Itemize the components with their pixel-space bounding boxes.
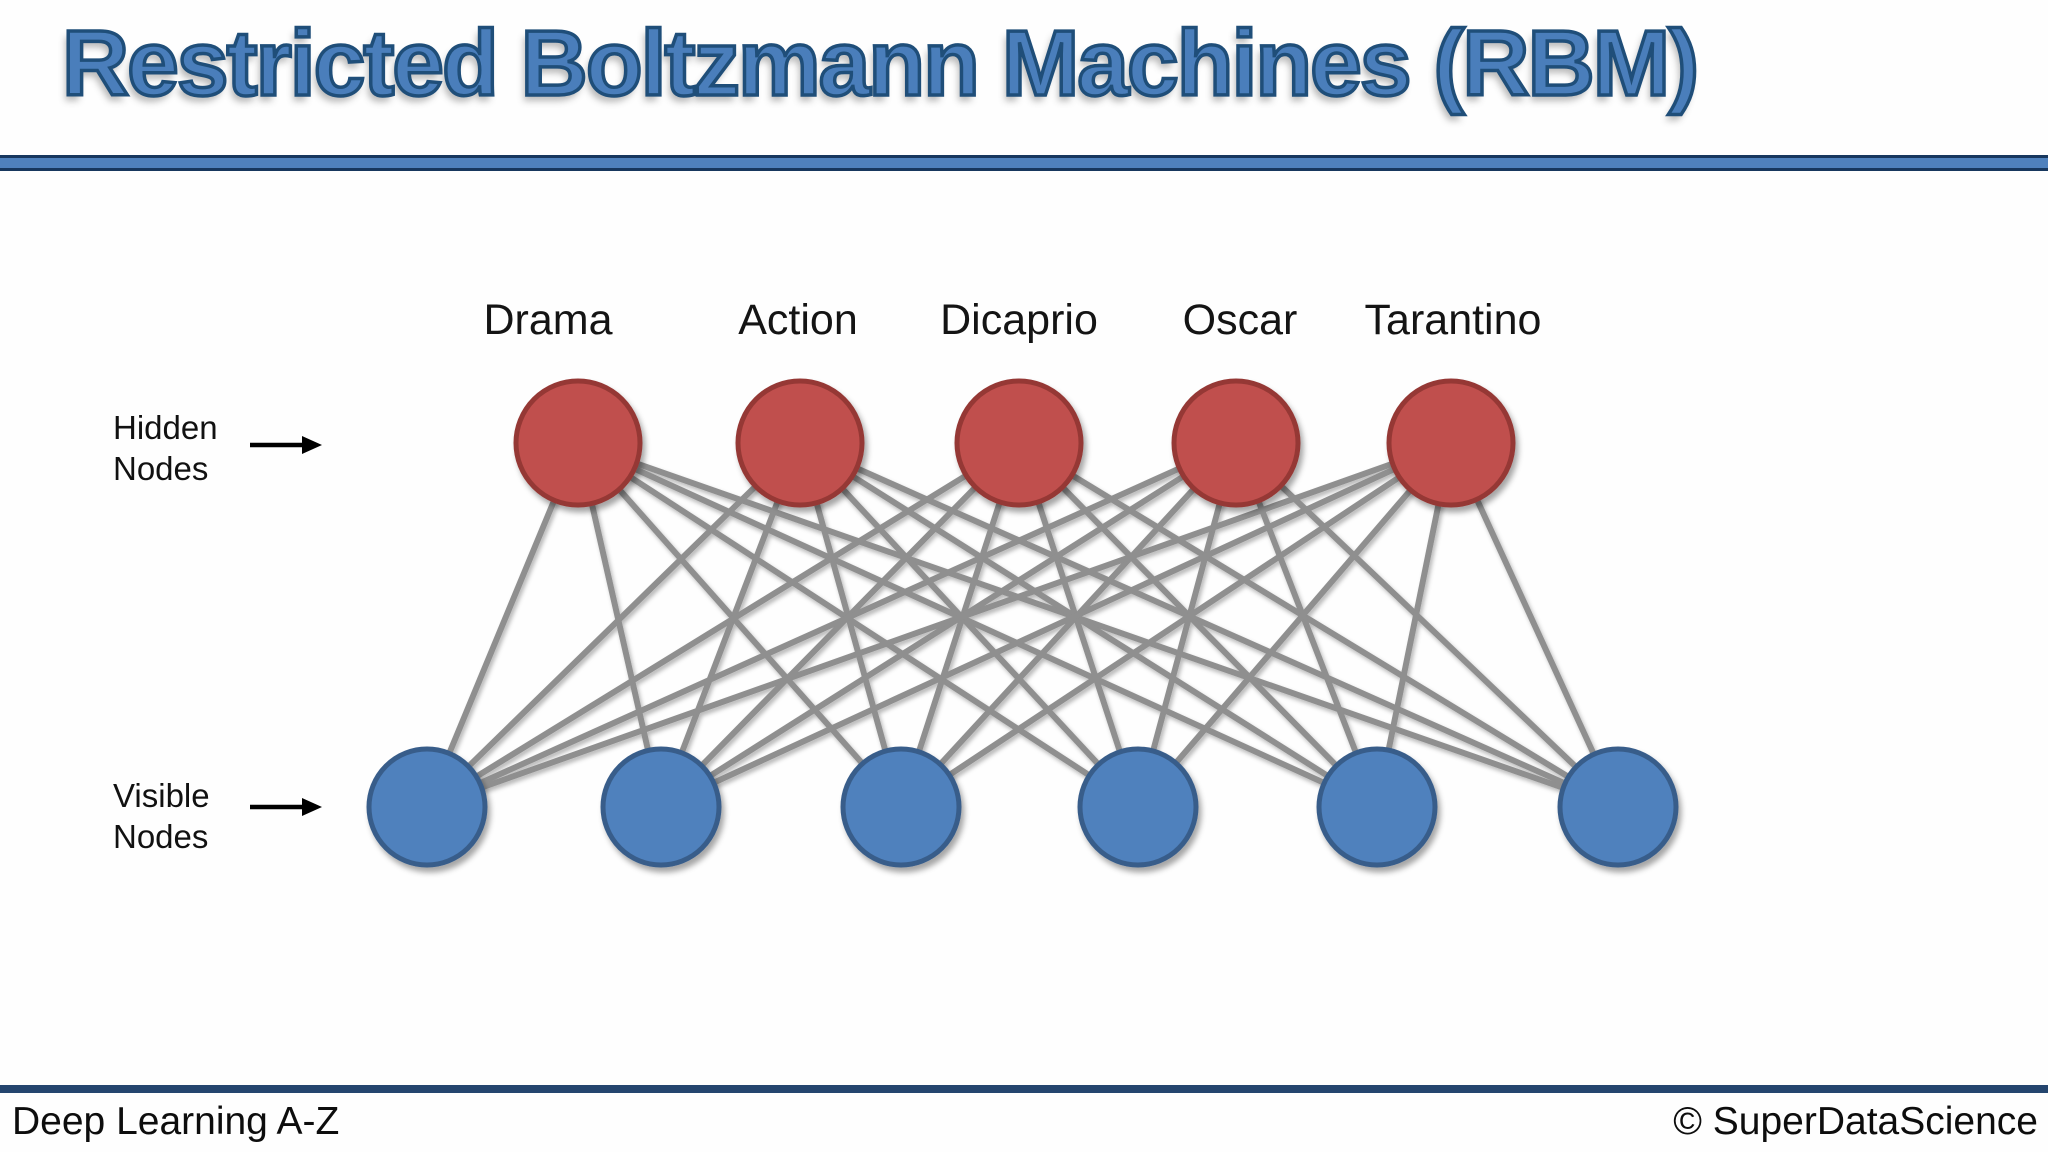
edge-line <box>577 440 1619 810</box>
edge-line <box>1448 441 1621 809</box>
slide-title: Restricted Boltzmann Machines (RBM) <box>60 9 1701 117</box>
hidden-node-circle <box>1171 378 1301 508</box>
edge-line <box>798 440 1620 810</box>
edge-line <box>425 440 1238 810</box>
hidden-nodes-caption-line1: Hidden <box>113 409 218 446</box>
edge-line <box>425 440 1453 810</box>
hidden-layer <box>513 378 1516 508</box>
visible-node-circle <box>366 746 488 868</box>
edge-line <box>424 440 803 810</box>
visible-node-circle <box>1077 746 1199 868</box>
edge-group <box>424 440 1621 810</box>
visible-nodes-caption-line2: Nodes <box>113 818 209 855</box>
hidden-node-label-oscar: Oscar <box>1182 296 1298 344</box>
edge-line <box>797 440 1141 810</box>
visible-nodes-caption: Visible Nodes <box>113 775 210 857</box>
hidden-node-label-action: Action <box>738 296 858 344</box>
caption-arrow-head <box>302 798 322 816</box>
hidden-nodes-caption: Hidden Nodes <box>113 407 218 489</box>
hidden-node-circle <box>954 378 1084 508</box>
hidden-node-label-tarantino: Tarantino <box>1364 296 1542 344</box>
edge-line <box>1233 440 1621 810</box>
edge-line <box>1016 440 1380 810</box>
edge-line <box>798 440 1379 810</box>
hidden-nodes-caption-line2: Nodes <box>113 450 209 487</box>
visible-node-circle <box>840 746 962 868</box>
caption-arrow <box>250 798 322 816</box>
visible-layer <box>366 746 1679 868</box>
visible-node-circle <box>1316 746 1438 868</box>
hidden-node-label-drama: Drama <box>483 296 613 344</box>
edge-line <box>424 441 581 809</box>
edge-line <box>1135 441 1454 809</box>
title-divider <box>0 155 2048 171</box>
hidden-node-circle <box>1386 378 1516 508</box>
edge-line <box>658 441 803 809</box>
visible-node-circle <box>600 746 722 868</box>
footer-divider <box>0 1085 2048 1093</box>
edge-line <box>899 440 1453 810</box>
hidden-node-circle <box>513 378 643 508</box>
edge-line <box>1233 441 1380 809</box>
footer-copyright: © SuperDataScience <box>1673 1100 2038 1143</box>
hidden-node-label-dicaprio: Dicaprio <box>940 296 1098 344</box>
hidden-node-circle <box>735 378 865 508</box>
edge-line <box>576 440 1379 810</box>
edge-line <box>898 440 1239 810</box>
edge-line <box>659 440 1453 810</box>
footer-course-title: Deep Learning A-Z <box>12 1100 340 1143</box>
edge-line <box>576 440 1140 810</box>
caption-arrow <box>250 436 322 454</box>
visible-nodes-caption-line1: Visible <box>113 777 210 814</box>
edge-line <box>1017 440 1620 810</box>
edge-line <box>425 440 1021 810</box>
edge-line <box>659 440 1238 810</box>
edge-line <box>575 441 904 809</box>
visible-node-circle <box>1557 746 1679 868</box>
edge-line <box>658 440 1022 810</box>
caption-arrow-head <box>302 436 322 454</box>
